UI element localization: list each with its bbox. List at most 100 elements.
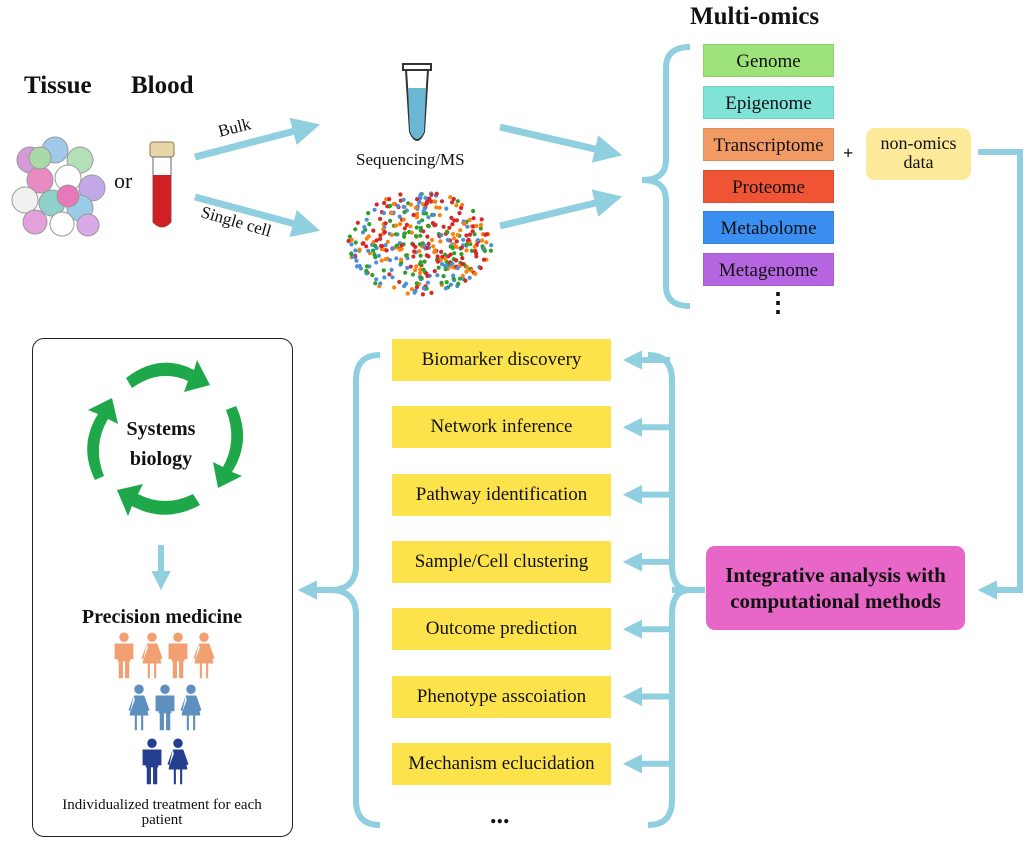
scatter-dot	[474, 251, 479, 256]
scatter-dot	[379, 247, 384, 252]
scatter-dot	[422, 259, 427, 264]
scatter-dot	[424, 253, 429, 258]
scatter-dot	[474, 254, 479, 259]
scatter-dot	[443, 256, 448, 261]
scatter-dot	[459, 205, 464, 211]
scatter-dot	[421, 229, 426, 234]
person-icon	[180, 684, 202, 731]
scatter-dot	[470, 229, 475, 234]
scatter-dot	[439, 249, 444, 254]
scatter-dot	[389, 232, 394, 238]
scatter-dot	[373, 255, 378, 260]
scatter-dot	[425, 280, 430, 285]
scatter-dot	[438, 239, 443, 244]
scatter-dot	[385, 239, 390, 244]
person-icon	[128, 684, 150, 731]
scatter-dot	[389, 211, 394, 216]
scatter-dot	[431, 244, 436, 249]
omics-more-ellipsis: ⋮	[765, 288, 791, 317]
scatter-dot	[454, 203, 459, 208]
scatter-dot	[457, 276, 462, 281]
scatter-dot	[404, 222, 409, 227]
scatter-dot	[425, 245, 430, 251]
scatter-dot	[378, 233, 383, 238]
scatter-dot	[410, 272, 416, 277]
scatter-dot	[370, 272, 375, 278]
multi-omics-title: Multi-omics	[690, 3, 820, 30]
omics-to-integrative-connector	[977, 149, 1023, 600]
omics-box-metagenome: Metagenome	[703, 253, 834, 286]
omics-box-genome: Genome	[703, 44, 834, 77]
scatter-dot	[426, 224, 431, 229]
method-box-outcome-prediction: Outcome prediction	[392, 608, 611, 651]
scatter-dot	[388, 218, 393, 223]
scatter-dot	[436, 265, 441, 270]
multi-omics-brace	[641, 44, 691, 309]
scatter-dot	[414, 264, 419, 269]
scatter-dot	[464, 269, 469, 274]
scatter-dot	[403, 270, 408, 275]
omics-box-transcriptome: Transcriptome	[703, 128, 834, 161]
scatter-dot	[366, 211, 371, 216]
scatter-dot	[418, 267, 423, 272]
methods-left-brace	[329, 352, 381, 828]
scatter-dot	[451, 273, 456, 278]
integrative-analysis-box: Integrative analysis with computational …	[706, 546, 965, 630]
scatter-dot	[460, 273, 465, 278]
scatter-dot	[387, 197, 392, 202]
scatter-dot	[456, 281, 461, 286]
scatter-dot	[429, 237, 435, 243]
scatter-dot	[427, 196, 432, 201]
scatter-dot	[411, 254, 416, 259]
scatter-dot	[366, 248, 371, 253]
scatter-dot	[435, 259, 440, 264]
scatter-dot	[451, 276, 456, 281]
scatter-dot	[467, 217, 472, 222]
scatter-dot	[402, 231, 407, 237]
scatter-dot	[399, 243, 404, 248]
scatter-dot	[474, 223, 479, 228]
scatter-dot	[349, 242, 354, 247]
scatter-dot	[353, 227, 358, 232]
scatter-dot	[364, 217, 369, 222]
method-box-sample-cell-clustering: Sample/Cell clustering	[392, 540, 611, 583]
scatter-dot	[467, 275, 472, 280]
scatter-dot	[422, 206, 427, 211]
scatter-dot	[464, 248, 469, 253]
scatter-dot	[435, 254, 440, 259]
scatter-dot	[478, 226, 483, 231]
scatter-dot	[444, 280, 449, 285]
scatter-dot	[376, 253, 381, 258]
scatter-dot	[413, 205, 418, 210]
sequencing-tube-icon	[402, 63, 432, 141]
scatter-dot	[434, 205, 439, 210]
method-box-pathway-identification: Pathway identification	[392, 473, 611, 516]
scatter-dot	[445, 230, 450, 235]
scatter-dot	[416, 220, 421, 225]
scatter-dot	[451, 196, 456, 202]
scatter-dot	[403, 281, 409, 286]
scatter-dot	[454, 258, 459, 263]
scatter-dot	[459, 245, 464, 250]
scatter-dot	[381, 210, 386, 216]
scatter-dot	[367, 222, 372, 227]
scatter-dot	[401, 217, 406, 222]
scatter-dot	[489, 243, 494, 248]
scatter-dot	[382, 200, 387, 206]
scatter-dot	[378, 281, 383, 286]
scatter-dot	[464, 242, 469, 247]
scatter-dot	[447, 225, 452, 230]
single-cell-arrow	[194, 193, 321, 237]
scatter-dot	[355, 220, 360, 225]
scatter-dot	[383, 243, 388, 248]
scatter-dot	[418, 253, 423, 258]
scatter-dot	[466, 237, 471, 242]
scatter-dot	[382, 275, 387, 280]
scatter-dot	[484, 240, 489, 245]
scatter-dot	[420, 292, 425, 297]
scatter-dot	[467, 232, 473, 237]
person-icon	[141, 632, 163, 679]
scatter-dot	[408, 202, 414, 207]
scatter-dot	[347, 234, 352, 239]
scatter-dot	[483, 232, 488, 237]
